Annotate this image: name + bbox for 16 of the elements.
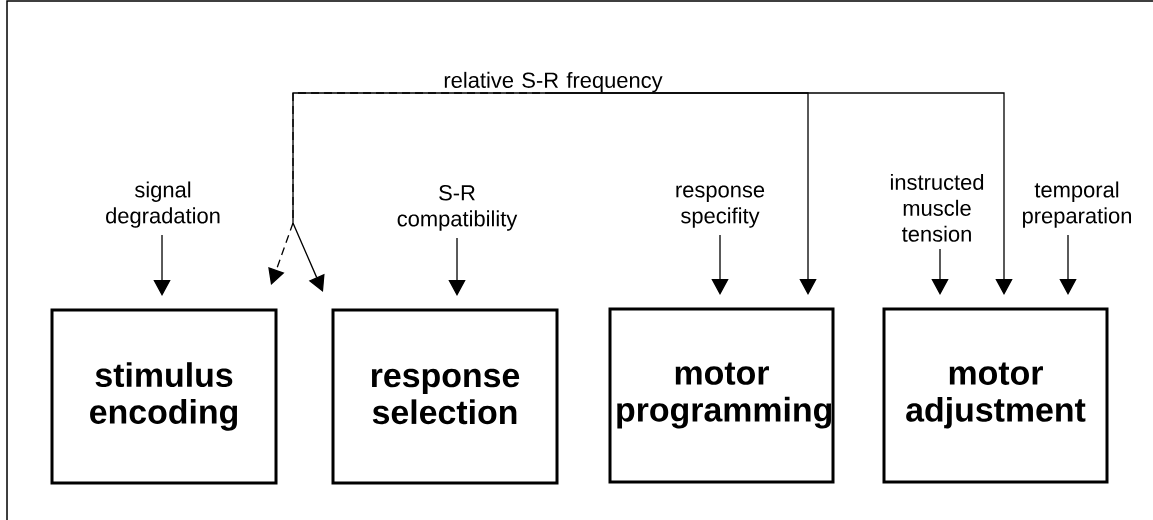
- arrow: [931, 248, 949, 295]
- arrow: [552, 92, 1013, 295]
- process-box: motor programming: [608, 307, 835, 484]
- arrow: [711, 234, 729, 295]
- factor-label: signal degradation: [106, 181, 220, 228]
- factor-label: response specifity: [676, 185, 765, 228]
- factor-label: temporal preparation: [1022, 181, 1131, 228]
- factor-label: S-R compatibility: [397, 185, 518, 231]
- process-box: response selection: [331, 308, 559, 485]
- arrow: [448, 237, 466, 296]
- arrow: [153, 234, 171, 296]
- factor-label: relative S-R frequency: [444, 71, 663, 93]
- process-box: stimulus encoding: [50, 308, 278, 485]
- factor-label: instructed muscle tension: [890, 173, 984, 242]
- process-box: motor adjustment: [882, 307, 1109, 484]
- arrow: [1059, 234, 1077, 295]
